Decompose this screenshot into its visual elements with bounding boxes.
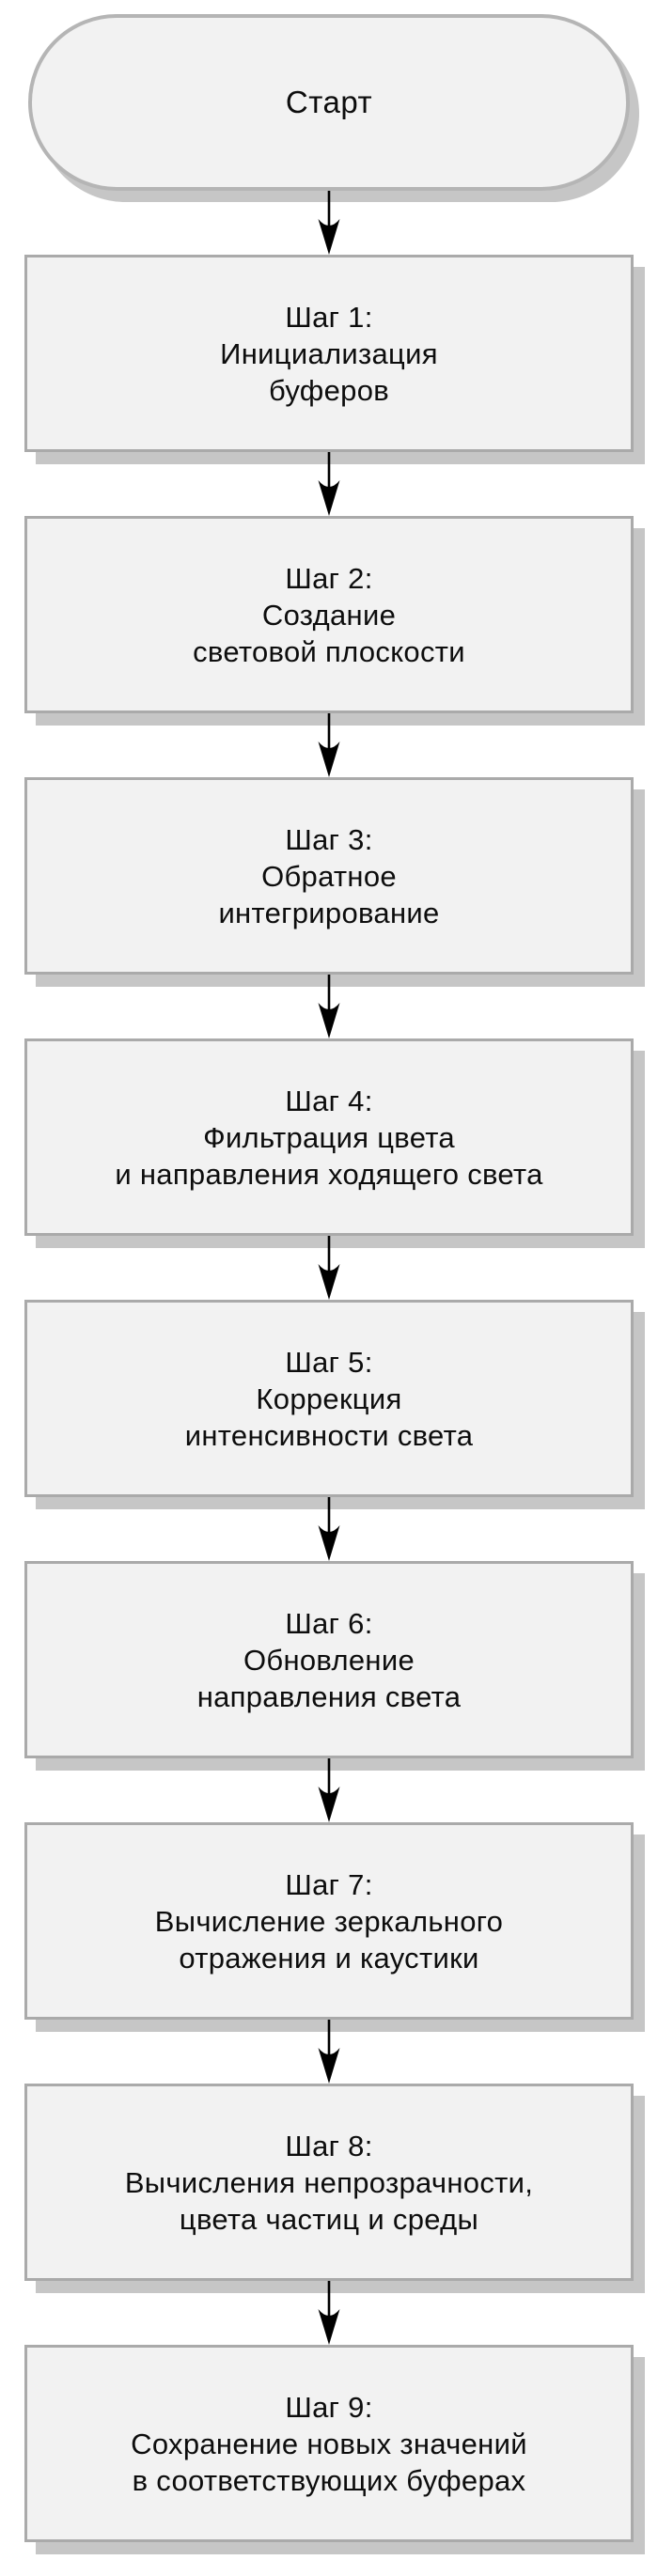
step-node-4: Шаг 4: Фильтрация цвета и направления хо… <box>24 1038 634 1236</box>
step-node-9: Шаг 9: Сохранение новых значений в соотв… <box>24 2345 634 2542</box>
arrow-down-icon <box>318 1236 340 1300</box>
step-node-8: Шаг 8: Вычисления непрозрачности, цвета … <box>24 2084 634 2281</box>
step-node-label: Шаг 1: Инициализация буферов <box>220 300 438 407</box>
arrow-down-icon <box>318 713 340 777</box>
start-node-label: Старт <box>285 85 373 119</box>
arrow-down-icon <box>318 191 340 255</box>
step-node-label: Шаг 3: Обратное интегрирование <box>218 822 440 929</box>
step-node-2: Шаг 2: Создание световой плоскости <box>24 516 634 713</box>
arrow-down-icon <box>318 2281 340 2345</box>
arrow-down-icon <box>318 975 340 1038</box>
step-node-label: Шаг 7: Вычисление зеркального отражения … <box>154 1867 504 1975</box>
step-node-6: Шаг 6: Обновление направления света <box>24 1561 634 1758</box>
arrow-down-icon <box>318 1497 340 1561</box>
step-node-label: Шаг 8: Вычисления непрозрачности, цвета … <box>124 2129 534 2236</box>
step-node-label: Шаг 4: Фильтрация цвета и направления хо… <box>115 1084 543 1191</box>
arrow-down-icon <box>318 2020 340 2084</box>
step-node-1: Шаг 1: Инициализация буферов <box>24 255 634 452</box>
step-node-label: Шаг 2: Создание световой плоскости <box>193 561 465 668</box>
step-node-3: Шаг 3: Обратное интегрирование <box>24 777 634 975</box>
arrow-down-icon <box>318 452 340 516</box>
arrow-down-icon <box>318 1758 340 1822</box>
step-node-7: Шаг 7: Вычисление зеркального отражения … <box>24 1822 634 2020</box>
step-node-label: Шаг 9: Сохранение новых значений в соотв… <box>131 2390 527 2497</box>
start-node: Старт <box>28 14 630 191</box>
step-node-label: Шаг 5: Коррекция интенсивности света <box>184 1345 474 1452</box>
step-node-label: Шаг 6: Обновление направления света <box>196 1606 462 1713</box>
step-node-5: Шаг 5: Коррекция интенсивности света <box>24 1300 634 1497</box>
